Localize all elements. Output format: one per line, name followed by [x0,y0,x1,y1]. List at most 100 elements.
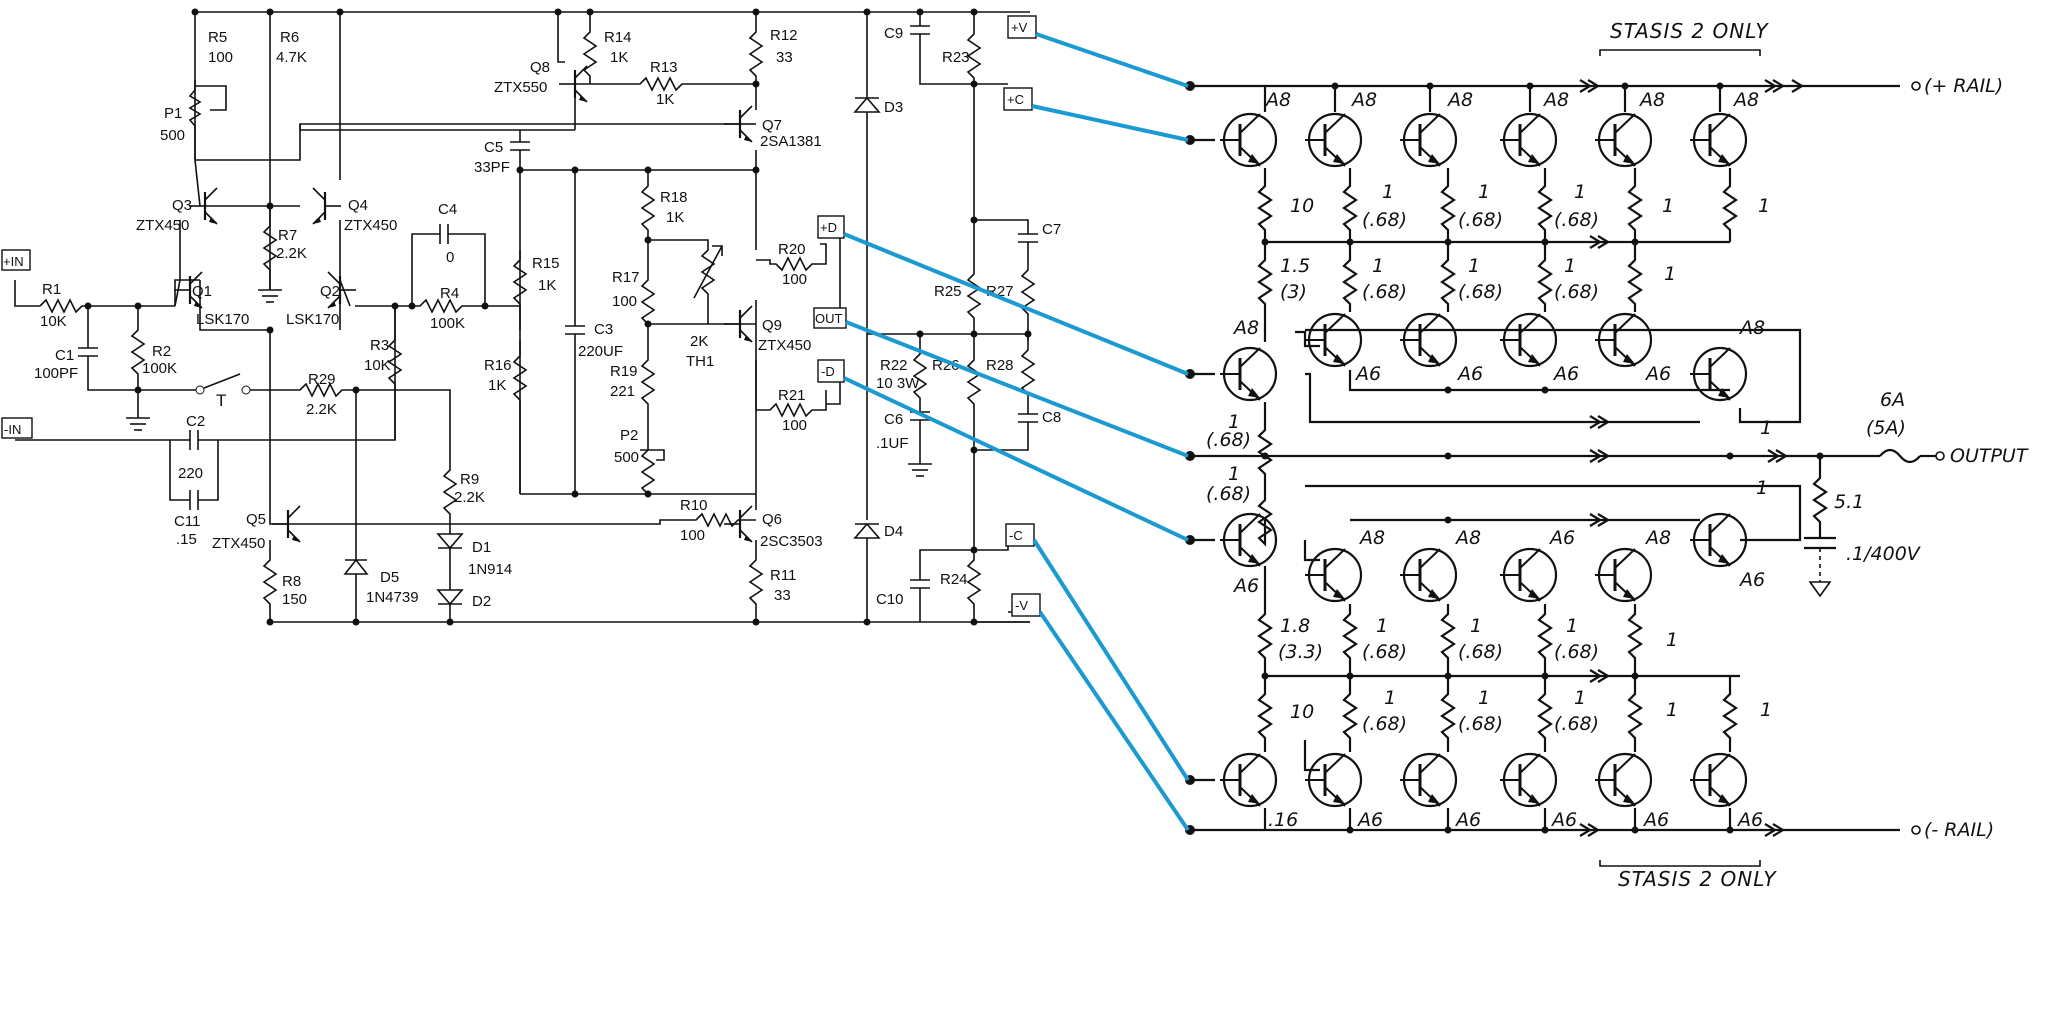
row3-res-2: 1 [1376,615,1388,637]
row2-sub-4: (.68) [1554,281,1599,303]
zobel-resistor: 5.1 [1834,491,1864,513]
minus-d-link [843,376,1189,542]
out-link [845,320,1189,458]
r15-value: 1K [538,277,556,294]
output-stage-labels: STASIS 2 ONLY STASIS 2 ONLY (+ RAIL) (- … [1206,19,2029,891]
row4-sub-3: (.68) [1554,713,1599,735]
minus-c-terminal: -C [1009,528,1023,543]
row1-label-3: A8 [1446,89,1473,111]
r3-value: 10K [364,357,391,374]
mid-right-1: 1 [1760,417,1772,439]
c9-label: C9 [884,25,903,42]
mid-left-3: 1 [1228,463,1240,485]
r6-label: R6 [280,29,299,46]
r2-value: 100K [142,360,177,377]
row1-sub-1: (.68) [1362,209,1407,231]
r4-value: 100K [430,315,465,332]
row1-res-5: 1 [1662,195,1674,217]
q6-type: 2SC3503 [760,533,823,550]
c1-label: C1 [55,347,74,364]
r17-value: 100 [612,293,637,310]
plus-v-link [1035,32,1189,88]
q5-type: ZTX450 [212,535,265,552]
mid-left-2: (.68) [1206,429,1251,451]
row1-sub-2: (.68) [1458,209,1503,231]
row2-label-5: A6 [1644,363,1671,385]
q8-label: Q8 [530,59,550,76]
plus-c-link [1031,104,1189,142]
row4-label-3: A6 [1454,809,1481,831]
mid-left-1: 1 [1228,411,1240,433]
r19-label: R19 [610,363,638,380]
r10-label: R10 [680,497,708,514]
d1-label: D1 [472,539,491,556]
row1-label-2: A8 [1350,89,1377,111]
r21-value: 100 [782,417,807,434]
row2-top-4: 1 [1564,255,1576,277]
c1-value: 100PF [34,365,78,382]
row4-res-4: 1 [1574,687,1586,709]
r7-label: R7 [278,227,297,244]
row4-label-1: .16 [1268,809,1298,831]
r1-label: R1 [42,281,61,298]
output-label: OUTPUT [1950,445,2029,467]
row1-res-4: 1 [1574,181,1586,203]
plus-c-terminal: +C [1007,92,1024,107]
q3-type: ZTX450 [136,217,189,234]
stasis-header-top: STASIS 2 ONLY [1610,19,1769,43]
r5-label: R5 [208,29,227,46]
r29-value: 2.2K [306,401,337,418]
d3-label: D3 [884,99,903,116]
r19-value: 221 [610,383,635,400]
r10-value: 100 [680,527,705,544]
q8-type: ZTX550 [494,79,547,96]
plus-v-terminal: +V [1011,20,1028,35]
th1-label: TH1 [686,353,714,370]
r13-label: R13 [650,59,678,76]
r9-label: R9 [460,471,479,488]
row1-label-1: A8 [1264,89,1291,111]
c7-label: C7 [1042,221,1061,238]
r24-label: R24 [940,571,968,588]
r16-label: R16 [484,357,512,374]
c2-value: 220 [178,465,203,482]
r15-label: R15 [532,255,560,272]
row4-label-4: A6 [1550,809,1577,831]
r20-value: 100 [782,271,807,288]
row2-label-4: A6 [1552,363,1579,385]
c4-value: 0 [446,249,454,266]
r16-value: 1K [488,377,506,394]
plus-d-terminal: +D [820,220,837,235]
row3-sub-4: (.68) [1554,641,1599,663]
c11-label: C11 [174,513,200,530]
r11-value: 33 [774,587,791,604]
row2-label-3: A6 [1456,363,1483,385]
fuse-rating: 6A [1880,389,1905,411]
minus-d-terminal: -D [821,364,835,379]
row3-sub-2: (.68) [1362,641,1407,663]
row2-sub-2: (.68) [1362,281,1407,303]
row2-label-6: A8 [1738,317,1765,339]
output-junction-dots [1185,81,1824,835]
row4-label-6: A6 [1736,809,1763,831]
zobel-capacitor: .1/400V [1846,543,1922,565]
c3-value: 220UF [578,343,623,360]
r9-value: 2.2K [454,489,485,506]
r26-label: R26 [932,357,960,374]
c5-label: C5 [484,139,503,156]
r14-value: 1K [610,49,628,66]
c10-label: C10 [876,591,904,608]
d2-label: D2 [472,593,491,610]
r25-label: R25 [934,283,962,300]
row3-res-3: 1 [1470,615,1482,637]
q9-label: Q9 [762,317,782,334]
r29-label: R29 [308,371,336,388]
q2-label: Q2 [320,283,340,300]
r21-label: R21 [778,387,806,404]
junction-dots [84,8,1032,626]
r8-label: R8 [282,573,301,590]
r18-value: 1K [666,209,684,226]
row3-label-4: A6 [1548,527,1575,549]
row4-label-2: A6 [1356,809,1383,831]
